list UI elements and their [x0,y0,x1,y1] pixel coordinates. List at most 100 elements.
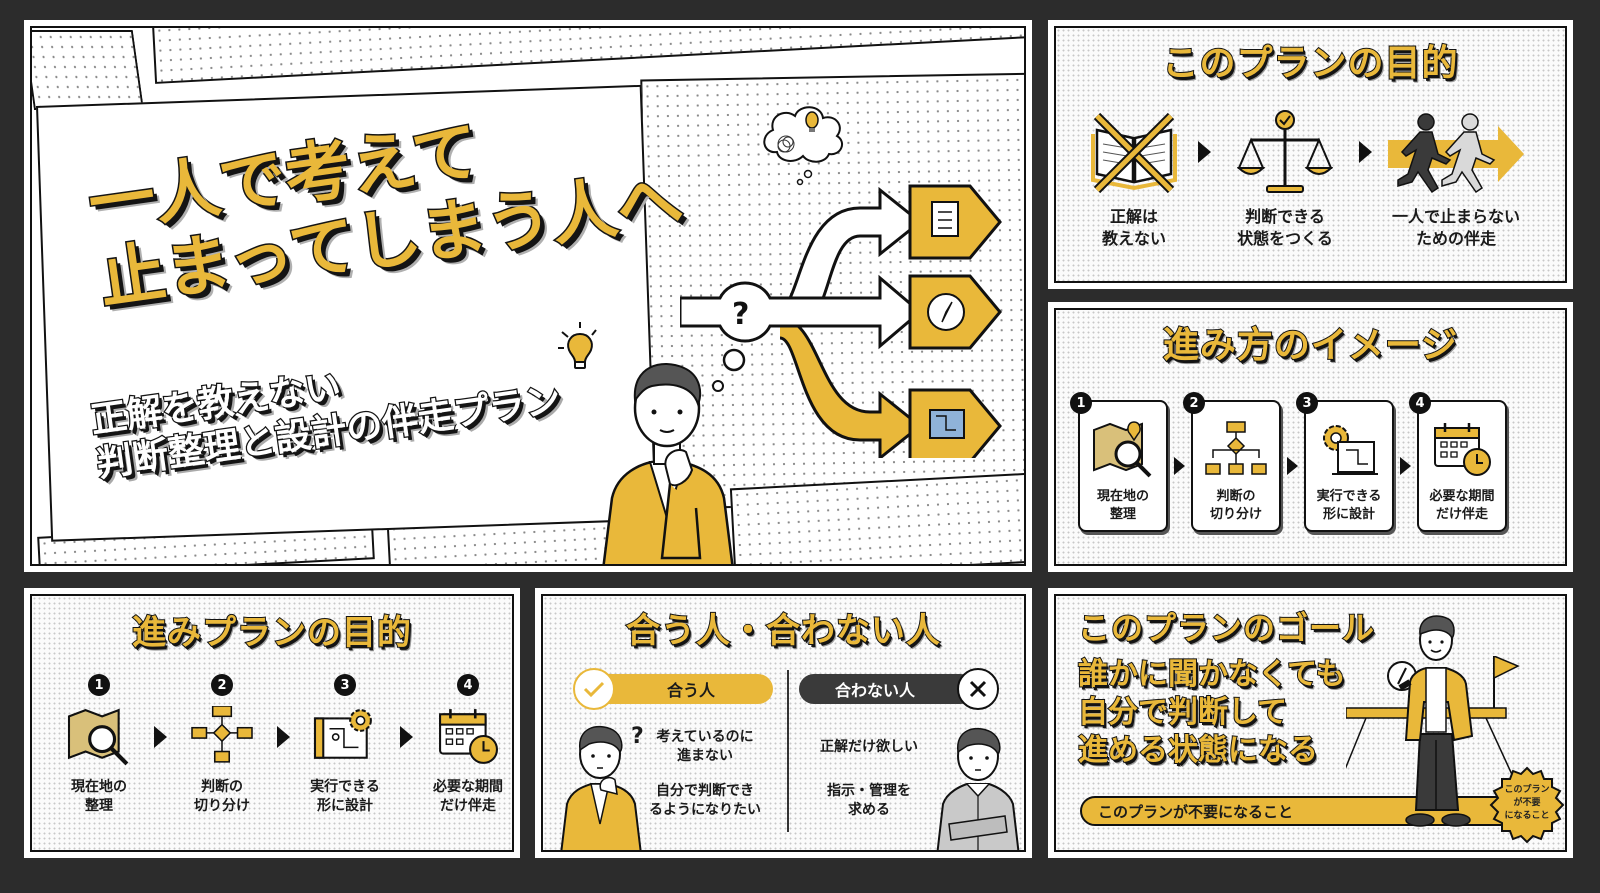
thought-bubbles [708,348,748,398]
comic-slice-top-left [30,30,144,110]
badge-text: このプラン が不要 になること [1488,784,1565,823]
thinking-man-illustration [592,338,742,564]
label-line: 現在地の [71,779,127,795]
fit-item-2: 自分で判断でき るようになりたい [635,782,775,820]
step-number-badge: 4 [1409,392,1431,414]
label-line: 切り分け [1209,507,1262,522]
x-circle-icon [957,668,999,710]
purpose-item-3: 一人で止まらない ための伴走 [1386,110,1526,250]
step-4-label: 必要な期間 だけ伴走 [433,778,503,816]
flow-step-4-label: 必要な期間 だけ伴走 [1429,488,1494,524]
goal-line-1: 誰かに聞かなくても [1077,656,1347,693]
purpose-item-2: 判断できる 状態をつくる [1225,110,1345,250]
purpose-item-1: 正解は 教えない [1084,110,1184,250]
label-line: 教えない [1101,229,1166,248]
signpost-clipboard [908,184,1002,260]
running-together-icon [1388,110,1524,196]
badge-line: が不要 [1513,798,1541,808]
label-line: 整理 [1109,507,1136,522]
steps-frame: 進みプランの目的 1 現在地の 整理 2 判断の 切り分け [30,594,514,852]
label-line: 形に設計 [1322,507,1375,522]
flow-panel: 進み方のイメージ 1 現在地の 整理 2 判断の [1048,302,1573,572]
badge-line: になること [1504,811,1550,821]
fit-title: 合う人・合わない人 [625,610,941,652]
fit-pill: 合う人 [589,674,773,704]
goal-seal-badge: このプラン が不要 になること [1488,766,1565,844]
goal-frame: このプランのゴール 誰かに聞かなくても 自分で判断して 進める状態になる このプ… [1054,594,1567,852]
step-1-label: 現在地の 整理 [71,778,127,816]
step-number-badge: 3 [334,674,356,696]
fit-panel: 合う人・合わない人 合う人 ? 考えているのに 進まない 自分で判断でき るよう… [535,588,1032,858]
label-line: 自分で判断でき [656,783,754,799]
fit-item-1: 考えているのに 進まない [635,728,775,766]
goal-flag-icon [1493,656,1520,680]
hero-comic-frame: 一人で考えて 止まってしまう人へ 正解を教えない 判断整理と設計の伴走プラン [30,26,1026,566]
map-search-icon [1092,420,1154,478]
step-4: 4 必要な期間 だけ伴走 [423,674,512,816]
label-line: 指示・管理を [827,783,911,799]
calendar-clock-icon [435,706,501,766]
calendar-clock-icon [1431,420,1493,478]
label-line: 現在地の [1096,489,1149,504]
label-line: 正解だけ欲しい [820,739,918,755]
tangled-thought-icon [777,135,795,153]
label-line: 正解は [1109,207,1158,226]
label-line: 整理 [85,798,113,814]
arrow-right-icon [1198,141,1211,163]
label-line: 必要な期間 [1429,489,1495,504]
arrow-right-icon [277,726,290,748]
unfit-item-2: 指示・管理を 求める [799,782,939,820]
label-line: 実行できる [310,779,380,795]
label-line: だけ伴走 [440,798,496,814]
purpose-items-row: 正解は 教えない [1084,110,1526,250]
arrow-right-icon [400,726,413,748]
flow-step-2: 2 判断の 切り分け [1183,392,1281,532]
step-2-label: 判断の 切り分け [194,778,250,816]
flowchart-icon [1205,420,1267,478]
goal-line-3: 進める状態になる [1077,732,1319,769]
unfit-item-1: 正解だけ欲しい [799,738,939,757]
label-line: 進まない [677,748,733,764]
thinking-man-small-illustration [557,714,643,850]
unfit-pill: 合わない人 [799,674,975,704]
label-line: 一人で止まらない [1391,207,1520,226]
column-divider [787,670,789,832]
step-3-label: 実行できる 形に設計 [310,778,380,816]
fit-pill-label: 合う人 [666,681,715,700]
purpose-title: このプランの目的 [1161,42,1459,85]
flow-step-2-label: 判断の 切り分け [1210,488,1262,524]
step-number-badge: 1 [88,674,110,696]
comic-slice-bottom-right [729,471,1024,564]
label-line: 必要な期間 [433,779,503,795]
fit-column: 合う人 ? 考えているのに 進まない 自分で判断でき るようになりたい [573,668,775,850]
flow-steps-row: 1 現在地の 整理 2 判断の 切り分け [1070,392,1507,532]
label-line: 切り分け [194,798,250,814]
standing-man-compass-illustration [1376,610,1496,836]
step-3: 3 実行できる 形に設計 [300,674,390,816]
label-line: 判断できる [1245,207,1325,226]
step-2: 2 判断の 切り分け [177,674,267,816]
purpose-item-3-label: 一人で止まらない ための伴走 [1392,206,1520,250]
crossed-book-icon [1089,110,1179,196]
flowchart-icon [189,706,255,766]
gear-blueprint-icon [312,706,378,766]
lightbulb-icon [552,318,612,378]
fit-frame: 合う人・合わない人 合う人 ? 考えているのに 進まない 自分で判断でき るよう… [541,594,1026,852]
steps-row: 1 現在地の 整理 2 判断の 切り分け 3 [54,674,512,816]
signpost-blueprint [908,388,1002,458]
goal-title: このプランのゴール [1077,608,1376,648]
question-mark-icon: ? [631,724,644,749]
gear-blueprint-icon [1318,420,1380,478]
cloud-lightbulb-icon [805,111,819,129]
step-number-badge: 2 [211,674,233,696]
label-line: だけ伴走 [1435,507,1488,522]
goal-panel: このプランのゴール 誰かに聞かなくても 自分で判断して 進める状態になる このプ… [1048,588,1573,858]
goal-banner-label: このプランが不要になること [1098,802,1294,821]
balance-scale-icon [1237,110,1333,196]
branching-paths-graphic: ? [680,178,1020,458]
goal-line-2: 自分で判断して [1077,694,1288,731]
label-line: るようになりたい [649,802,761,818]
hero-panel: 一人で考えて 止まってしまう人へ 正解を教えない 判断整理と設計の伴走プラン [24,20,1032,572]
label-line: 形に設計 [316,798,373,814]
purpose-panel: このプランの目的 正解は 教えない [1048,20,1573,289]
